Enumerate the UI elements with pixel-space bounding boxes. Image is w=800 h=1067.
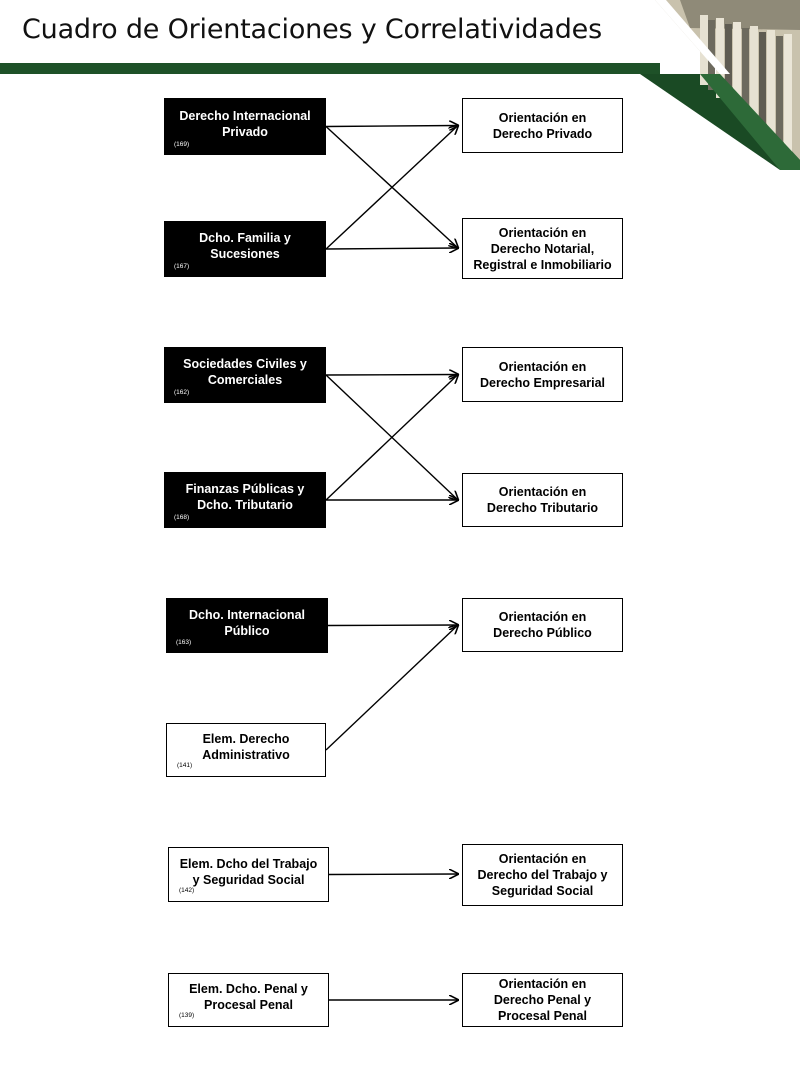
- orientation-box-penal: Orientación en Derecho Penal y Procesal …: [462, 973, 623, 1027]
- subject-name: Dcho. Internacional Público: [189, 607, 305, 638]
- building-photo-image: [655, 0, 800, 170]
- subject-box-penal: Elem. Dcho. Penal y Procesal Penal (139): [168, 973, 329, 1027]
- connector-arrow: [325, 375, 458, 376]
- subject-box-familia-sucesiones: Dcho. Familia y Sucesiones (167): [164, 221, 326, 277]
- orientation-box-empresarial: Orientación en Derecho Empresarial: [462, 347, 623, 402]
- subject-box-internacional-publico: Dcho. Internacional Público (163): [166, 598, 328, 653]
- subject-box-derecho-internacional-privado: Derecho Internacional Privado (169): [164, 98, 326, 155]
- orientation-box-privado: Orientación en Derecho Privado: [462, 98, 623, 153]
- connector-arrow: [325, 375, 458, 501]
- subject-box-trabajo: Elem. Dcho del Trabajo y Seguridad Socia…: [168, 847, 329, 902]
- orientation-box-publico: Orientación en Derecho Público: [462, 598, 623, 652]
- connector-arrow: [325, 126, 458, 250]
- subject-box-sociedades: Sociedades Civiles y Comerciales (162): [164, 347, 326, 403]
- subject-code: (163): [176, 639, 192, 646]
- orientation-name: Orientación en Derecho Notarial, Registr…: [473, 225, 612, 272]
- subject-code: (139): [179, 1012, 195, 1019]
- subject-code: (162): [174, 389, 190, 396]
- orientation-name: Orientación en Derecho Público: [493, 610, 592, 640]
- subject-name: Elem. Dcho. Penal y Procesal Penal: [189, 982, 308, 1012]
- orientation-box-trabajo: Orientación en Derecho del Trabajo y Seg…: [462, 844, 623, 906]
- header-green-bar: [0, 63, 660, 74]
- orientation-name: Orientación en Derecho Empresarial: [479, 359, 606, 390]
- subject-name: Elem. Derecho Administrativo: [202, 732, 290, 762]
- subject-code: (168): [174, 514, 190, 521]
- orientation-box-tributario: Orientación en Derecho Tributario: [462, 473, 623, 527]
- subject-name: Finanzas Públicas y Dcho. Tributario: [185, 482, 305, 512]
- connector-arrow: [325, 126, 458, 127]
- orientation-name: Orientación en Derecho Penal y Procesal …: [493, 977, 592, 1023]
- orientation-name: Orientación en Derecho Privado: [492, 110, 593, 141]
- subject-code: (167): [174, 263, 190, 270]
- connector-arrow: [325, 625, 458, 751]
- header-banner: [0, 0, 800, 170]
- subject-name: Elem. Dcho del Trabajo y Seguridad Socia…: [179, 856, 318, 887]
- subject-box-finanzas-publicas: Finanzas Públicas y Dcho. Tributario (16…: [164, 472, 326, 528]
- page-title: Cuadro de Orientaciones y Correlatividad…: [22, 14, 602, 45]
- subject-code: (169): [174, 141, 190, 148]
- subject-name: Derecho Internacional Privado: [179, 108, 311, 139]
- orientation-name: Orientación en Derecho del Trabajo y Seg…: [477, 852, 608, 898]
- connector-arrow: [327, 625, 458, 626]
- connector-arrow: [325, 248, 458, 249]
- connector-arrow: [328, 874, 458, 875]
- subject-name: Sociedades Civiles y Comerciales: [183, 357, 307, 387]
- subject-code: (141): [177, 762, 193, 769]
- subject-code: (142): [179, 887, 195, 894]
- subject-box-administrativo: Elem. Derecho Administrativo (141): [166, 723, 326, 777]
- subject-name: Dcho. Familia y Sucesiones: [199, 231, 291, 261]
- orientation-box-notarial: Orientación en Derecho Notarial, Registr…: [462, 218, 623, 279]
- orientation-name: Orientación en Derecho Tributario: [486, 485, 599, 515]
